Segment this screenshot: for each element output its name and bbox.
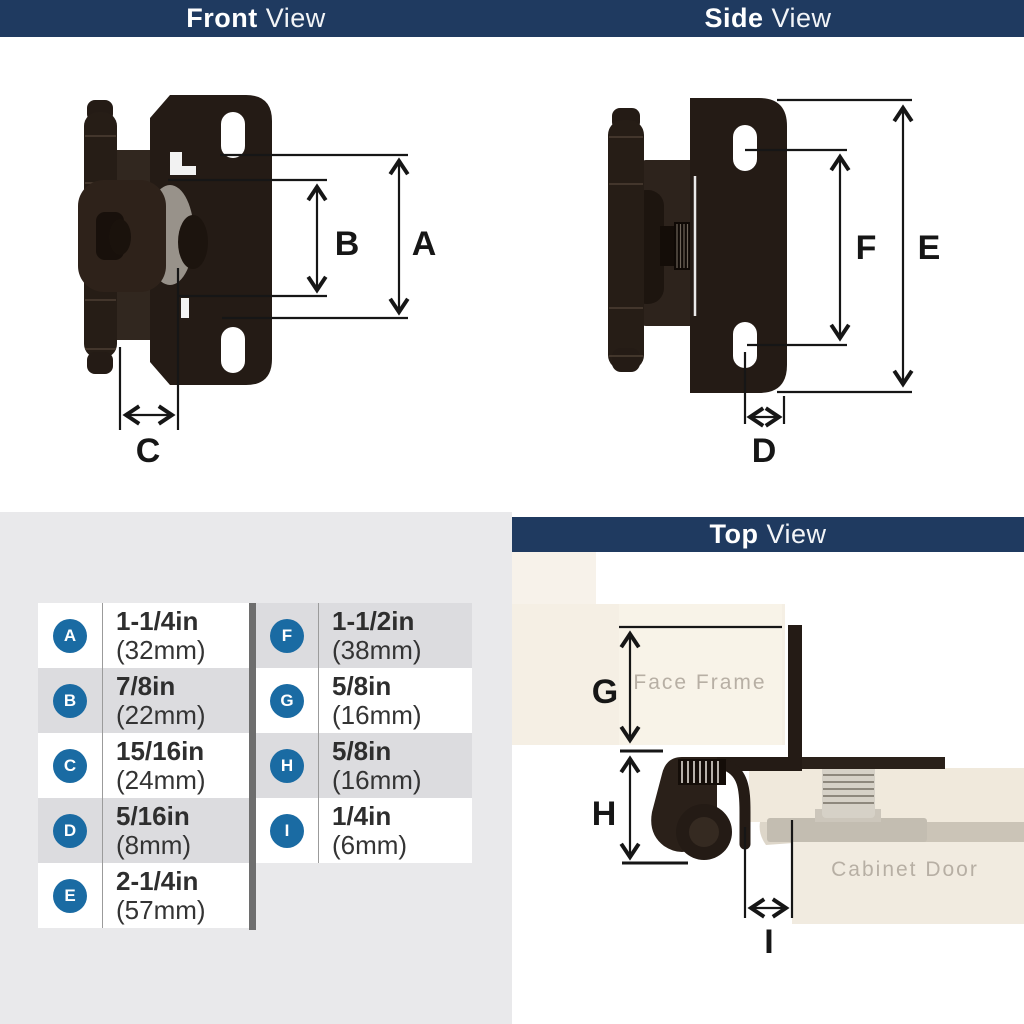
- side-dimension-lines: F E D: [743, 98, 941, 470]
- side-view-header: Side View: [512, 0, 1024, 37]
- dim-label-b: B: [335, 225, 360, 263]
- front-view-header: Front View: [0, 0, 512, 37]
- dim-value: 5/8in: [332, 670, 392, 701]
- side-view-title-bold: Side: [704, 3, 764, 33]
- dim-value: 1-1/2in: [332, 605, 415, 636]
- table-row: G 5/8in(16mm): [256, 668, 472, 733]
- dim-value: 5/16in: [116, 800, 190, 831]
- dim-metric: (32mm): [116, 634, 206, 665]
- table-row: I 1/4in(6mm): [256, 798, 472, 863]
- dim-value: 1/4in: [332, 800, 392, 831]
- dim-label-i: I: [764, 923, 773, 961]
- dim-label-f: F: [856, 229, 877, 267]
- side-view-panel: F E D Side View: [512, 0, 1024, 512]
- top-dimension-lines: G H I: [592, 625, 794, 961]
- dim-metric: (6mm): [332, 829, 408, 860]
- dim-metric: (16mm): [332, 764, 422, 795]
- dim-metric: (22mm): [116, 699, 206, 730]
- front-view-panel: A B C Front View: [0, 0, 513, 513]
- dim-value: 7/8in: [116, 670, 176, 701]
- cabinet-door-drawing: Cabinet Door: [749, 762, 1024, 924]
- dim-metric: (38mm): [332, 634, 422, 665]
- dim-badge-h: H: [270, 748, 304, 783]
- dim-badge-e: E: [53, 878, 87, 913]
- front-view-title-bold: Front: [186, 3, 258, 33]
- dimension-table-left: A 1-1/4in(32mm) B 7/8in(22mm) C 15/16in(…: [38, 603, 249, 928]
- dim-value: 15/16in: [116, 735, 205, 766]
- dim-badge-g: G: [270, 683, 304, 718]
- side-view-title-rest: View: [771, 3, 832, 33]
- dim-metric: (8mm): [116, 829, 192, 860]
- dim-badge-a: A: [53, 618, 87, 653]
- dim-label-a: A: [412, 225, 437, 263]
- screw-base-plate: [767, 818, 927, 842]
- hinge-front-drawing: [78, 95, 272, 385]
- top-view-panel: Face Frame Cabinet Door: [512, 512, 1024, 1024]
- dim-label-g: G: [592, 673, 618, 711]
- cabinet-door-label: Cabinet Door: [831, 858, 979, 881]
- table-row: A 1-1/4in(32mm): [38, 603, 249, 668]
- top-view-diagram: Face Frame Cabinet Door: [512, 550, 1024, 961]
- top-view-header: Top View: [512, 517, 1024, 552]
- top-view-title-rest: View: [766, 519, 827, 549]
- front-view-diagram: A B C: [78, 95, 437, 470]
- face-frame-drawing: Face Frame: [512, 550, 785, 745]
- table-column-divider: [249, 603, 256, 930]
- hinge-top-drawing: [651, 625, 945, 860]
- dimension-table-panel: A 1-1/4in(32mm) B 7/8in(22mm) C 15/16in(…: [0, 512, 513, 1024]
- dim-metric: (16mm): [332, 699, 422, 730]
- table-row: B 7/8in(22mm): [38, 668, 249, 733]
- table-row: C 15/16in(24mm): [38, 733, 249, 798]
- dim-value: 5/8in: [332, 735, 392, 766]
- table-row: D 5/16in(8mm): [38, 798, 249, 863]
- table-row: H 5/8in(16mm): [256, 733, 472, 798]
- side-view-diagram: F E D: [608, 98, 941, 470]
- dim-value: 1-1/4in: [116, 605, 199, 636]
- dim-metric: (24mm): [116, 764, 206, 795]
- dim-metric: (57mm): [116, 894, 206, 925]
- hinge-side-drawing: [608, 98, 787, 393]
- dim-badge-d: D: [53, 813, 87, 848]
- dim-badge-f: F: [270, 618, 304, 653]
- dim-badge-i: I: [270, 813, 304, 848]
- dim-label-e: E: [918, 229, 941, 267]
- dim-badge-b: B: [53, 683, 87, 718]
- front-dimension-lines: A B C: [118, 153, 437, 470]
- table-row: E 2-1/4in(57mm): [38, 863, 249, 928]
- dim-label-d: D: [752, 432, 777, 470]
- face-frame-label: Face Frame: [633, 671, 766, 694]
- front-view-title-rest: View: [265, 3, 326, 33]
- dim-label-c: C: [136, 432, 161, 470]
- dim-value: 2-1/4in: [116, 865, 199, 896]
- table-row: F 1-1/2in(38mm): [256, 603, 472, 668]
- dim-badge-c: C: [53, 748, 87, 783]
- top-view-title-bold: Top: [709, 519, 759, 549]
- dim-label-h: H: [592, 795, 617, 833]
- dimension-table-right: F 1-1/2in(38mm) G 5/8in(16mm) H 5/8in(16…: [256, 603, 472, 863]
